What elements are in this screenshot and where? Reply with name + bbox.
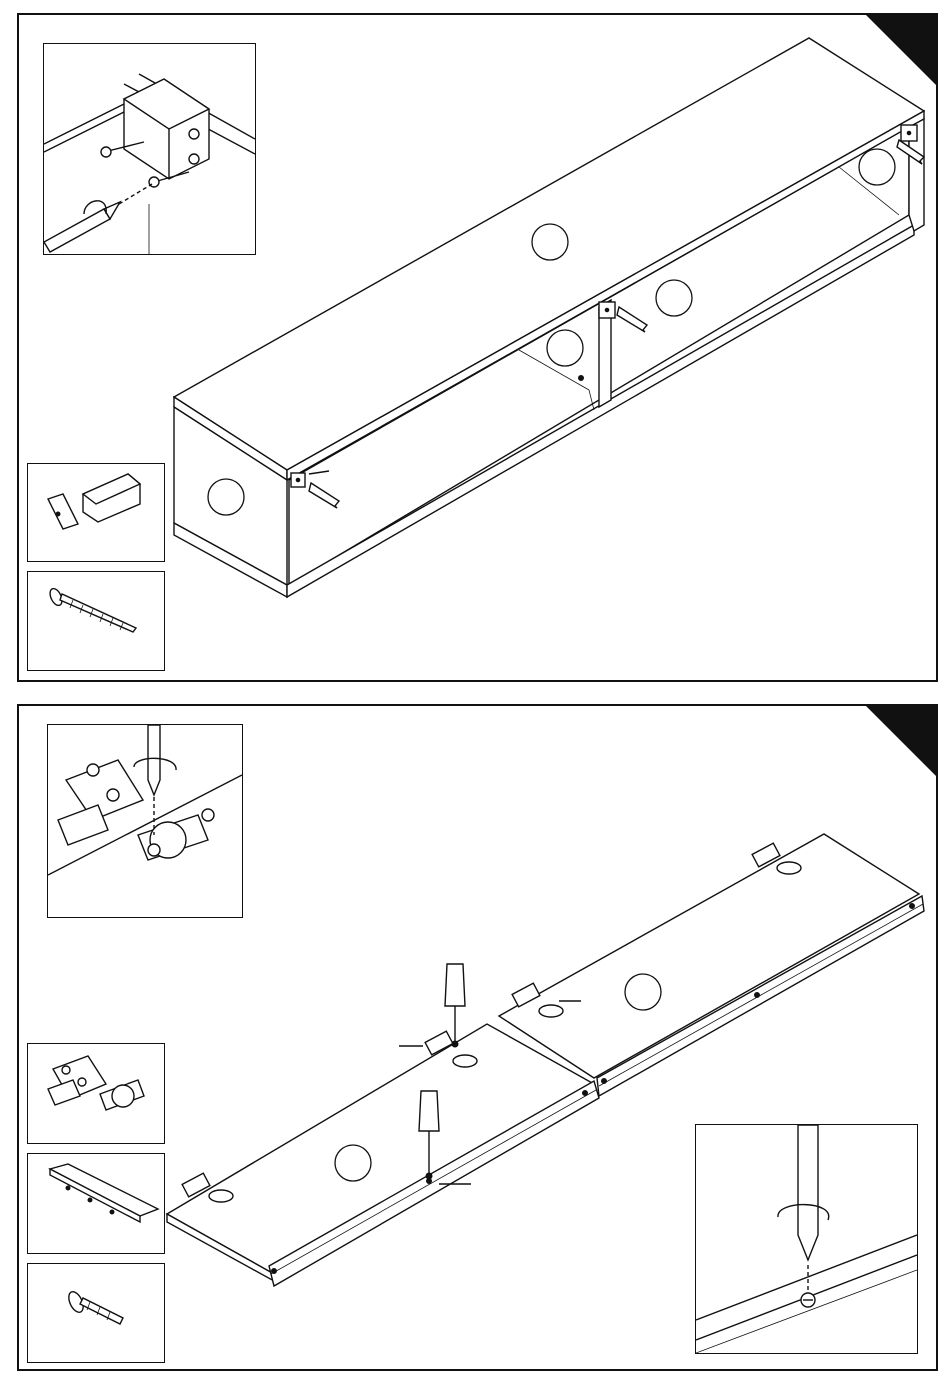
- detail-inset-rail-screw: [695, 1124, 918, 1354]
- part-circle: [547, 330, 583, 366]
- connector-bracket-icon: [28, 464, 164, 561]
- hinge-icon: [58, 760, 208, 860]
- part-box-connector-bracket: [27, 463, 165, 562]
- hinge-icon: [28, 1044, 164, 1143]
- part-box-hinge: [27, 1043, 165, 1144]
- part-box-short-screw: [27, 1263, 165, 1363]
- short-screw-icon: [28, 1264, 164, 1362]
- part-circle: [656, 280, 692, 316]
- part-box-wood-screw: [27, 571, 165, 671]
- wood-screw-icon: [28, 572, 164, 670]
- screwdriver-icon: [798, 1125, 818, 1260]
- step-panel-bottom: [17, 704, 938, 1371]
- part-box-rail-strip: [27, 1153, 165, 1254]
- rail-strip-icon: [28, 1154, 164, 1253]
- top-bracket-middle: [599, 302, 615, 318]
- short-screw-icon: [801, 1293, 815, 1307]
- part-circle: [859, 149, 895, 185]
- screwdriver-icon: [148, 725, 160, 795]
- part-circle: [335, 1145, 371, 1181]
- part-circle: [625, 974, 661, 1010]
- screwdriver-icon: [44, 202, 120, 252]
- top-bracket-right: [901, 125, 917, 141]
- step-panel-top: [17, 13, 938, 682]
- detail-inset-bracket: [43, 43, 256, 255]
- part-circle: [532, 224, 568, 260]
- detail-inset-hinge: [47, 724, 243, 918]
- part-circle: [208, 479, 244, 515]
